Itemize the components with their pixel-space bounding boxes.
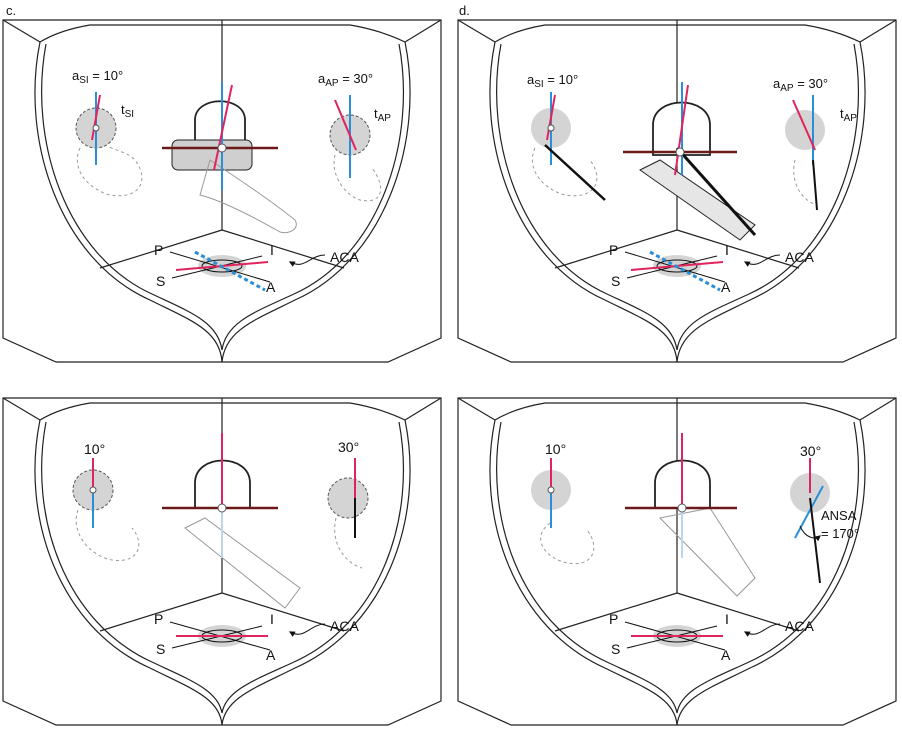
axis-label-s: S	[156, 641, 165, 657]
right-angle-label: 30°	[800, 443, 821, 459]
aca-label: ACA	[785, 618, 814, 634]
axis-label-s: S	[611, 273, 620, 289]
cube-frame	[457, 19, 897, 363]
axis-label-a: A	[266, 279, 276, 295]
center-femur	[625, 433, 756, 597]
right-head-view	[327, 458, 369, 569]
right-head-view	[790, 458, 830, 584]
ansa-value: = 170°	[821, 526, 859, 541]
axis-diagram	[624, 621, 726, 651]
axis-label-i: I	[725, 611, 729, 627]
right-head-view	[785, 95, 825, 211]
axis-label-i: I	[270, 242, 274, 258]
axis-label-i: I	[725, 242, 729, 258]
axis-label-a: A	[721, 279, 731, 295]
right-head-view	[329, 95, 382, 202]
panel-letter-c: c.	[6, 3, 16, 18]
left-angle-label: 10°	[545, 441, 566, 457]
right-t-label: tAP	[374, 106, 391, 124]
cube-frame	[457, 397, 897, 726]
axis-label-s: S	[156, 273, 165, 289]
panel-c-bottom: 10° 30° P S I A ACA	[2, 397, 442, 726]
axis-label-p: P	[609, 242, 618, 258]
ansa-label: ANSA	[821, 508, 857, 523]
aca-label: ACA	[330, 249, 359, 265]
right-t-label: tAP	[840, 106, 857, 124]
left-angle-label: aSI = 10°	[527, 72, 578, 90]
axis-label-a: A	[266, 647, 276, 663]
axis-diagram	[624, 250, 726, 292]
left-head-view	[72, 458, 140, 561]
panel-c-top: c. aSI = 10° tSI	[2, 3, 442, 363]
center-femur	[623, 82, 757, 241]
right-angle-label: aAP = 30°	[318, 71, 373, 89]
panel-d-top: d. aSI = 10° aAP = 30° tAP	[457, 3, 897, 363]
panel-letter-d: d.	[459, 3, 470, 18]
aca-label: ACA	[785, 249, 814, 265]
axis-label-p: P	[154, 242, 163, 258]
axis-label-a: A	[721, 647, 731, 663]
right-angle-label: aAP = 30°	[773, 76, 828, 94]
axis-diagram	[169, 250, 271, 292]
axis-label-p: P	[154, 611, 163, 627]
right-angle-label: 30°	[338, 439, 359, 455]
cube-frame	[2, 19, 442, 363]
left-angle-label: 10°	[84, 441, 105, 457]
axis-label-i: I	[270, 611, 274, 627]
left-t-label: tSI	[121, 102, 134, 120]
left-head-view	[75, 92, 143, 197]
left-angle-label: aSI = 10°	[72, 68, 123, 86]
left-head-view	[531, 458, 595, 565]
axis-label-p: P	[609, 611, 618, 627]
center-femur	[162, 433, 301, 609]
panel-d-bottom: 10° 30° ANSA = 170° P S I A	[457, 397, 897, 726]
left-head-view	[531, 92, 606, 201]
cube-frame	[2, 397, 442, 726]
center-femur	[162, 82, 297, 234]
aca-label: ACA	[330, 618, 359, 634]
axis-label-s: S	[611, 641, 620, 657]
axis-diagram	[169, 621, 271, 651]
